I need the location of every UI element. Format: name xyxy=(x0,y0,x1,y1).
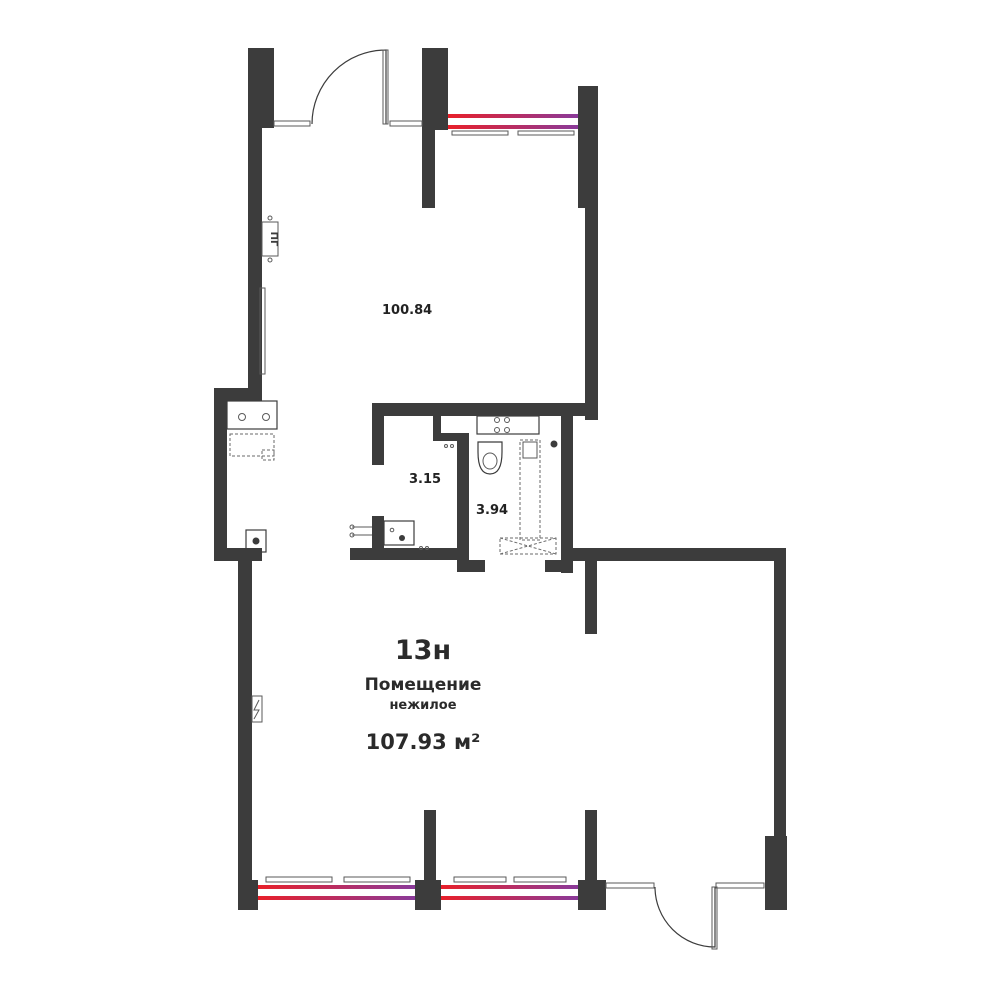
wall-bath-stub xyxy=(457,560,485,572)
toilet-icon xyxy=(477,441,503,475)
room-area-bath: 3.94 xyxy=(476,503,508,518)
lightning-icon xyxy=(253,699,260,720)
wall-stub xyxy=(424,810,436,882)
window-sash xyxy=(605,882,655,889)
shaft-marker xyxy=(267,257,273,263)
gas-shaft xyxy=(261,221,279,257)
counter xyxy=(229,433,275,457)
window xyxy=(441,896,578,900)
window xyxy=(258,896,415,900)
socket-icon xyxy=(444,444,448,448)
shower-tray xyxy=(499,537,557,555)
wall-wc-stub xyxy=(372,516,384,556)
windows xyxy=(258,114,765,900)
wall-bath-left xyxy=(372,403,384,465)
window-sash xyxy=(715,882,765,889)
window xyxy=(441,885,578,889)
room-area-main: 100.84 xyxy=(382,303,432,318)
burner-icon xyxy=(494,427,500,433)
wall-stub xyxy=(578,130,587,208)
window-sash xyxy=(453,876,507,883)
wall-lower-top xyxy=(561,548,786,561)
electric-panel xyxy=(251,695,263,723)
entrance-door-top xyxy=(311,49,387,125)
entrance-door-bottom xyxy=(654,886,716,948)
window-sash xyxy=(513,876,567,883)
fixtures: ПГ xyxy=(226,215,558,723)
wall-bath-right xyxy=(561,403,573,573)
window-sash xyxy=(451,130,509,136)
wall-bath-divider xyxy=(457,433,469,563)
wall-bath-inner xyxy=(433,403,441,439)
wall-pillar xyxy=(422,48,448,130)
wall-wc-bottom xyxy=(350,548,457,560)
wall-pillar xyxy=(238,880,258,910)
wall-stub xyxy=(422,128,435,208)
wall-right-lower xyxy=(774,548,786,838)
unit-subtype: нежилое xyxy=(389,698,456,713)
walls xyxy=(214,48,787,910)
washer-panel xyxy=(522,441,538,459)
drain-dot xyxy=(399,535,405,541)
washer xyxy=(519,439,541,541)
wall-pillar xyxy=(765,836,787,910)
room-area-wc: 3.15 xyxy=(409,472,441,487)
wall-pillar xyxy=(415,880,441,910)
burner-icon xyxy=(262,413,270,421)
drain-dot xyxy=(550,440,558,448)
wall-pillar xyxy=(578,86,598,134)
unit-total-area: 107.93 м² xyxy=(366,730,481,754)
toilet-bowl xyxy=(482,452,498,470)
riser xyxy=(245,529,267,553)
labels: 100.84 3.15 3.94 13н Помещение нежилое 1… xyxy=(365,303,509,754)
window xyxy=(448,114,578,118)
wall-right-upper xyxy=(585,130,598,420)
socket-icon xyxy=(425,546,429,550)
window-sash xyxy=(389,120,423,127)
window-sash xyxy=(273,120,311,127)
unit-number: 13н xyxy=(395,635,451,666)
shaft-label: ПГ xyxy=(268,232,279,247)
wall-bath-stub xyxy=(545,560,573,572)
window xyxy=(448,125,578,129)
wall-pillar xyxy=(248,48,274,128)
wall-left-upper xyxy=(248,120,262,390)
wall-pillar xyxy=(578,880,606,910)
door-leaf xyxy=(711,886,718,950)
pipe-end xyxy=(349,524,355,530)
wall-bath-top xyxy=(372,403,598,416)
pipe-end xyxy=(349,532,355,538)
burner-icon xyxy=(504,417,510,423)
wall-notch xyxy=(214,388,227,560)
window-sash xyxy=(265,876,333,883)
door-leaf xyxy=(382,49,389,125)
window-sash xyxy=(343,876,411,883)
stove xyxy=(226,400,278,430)
socket-icon xyxy=(450,444,454,448)
window-sash xyxy=(517,130,575,136)
counter-top xyxy=(476,415,540,435)
doors xyxy=(311,49,718,950)
burner-icon xyxy=(494,417,500,423)
counter xyxy=(261,449,275,461)
shaft-marker xyxy=(267,215,273,221)
wall-lower-stub xyxy=(585,556,597,634)
window xyxy=(258,885,415,889)
riser-dot xyxy=(252,537,260,545)
unit-type: Помещение xyxy=(365,675,482,695)
tap-icon xyxy=(389,527,395,533)
sink xyxy=(383,520,415,546)
burner-icon xyxy=(238,413,246,421)
wall-bath-inner xyxy=(433,433,463,441)
wall-stub xyxy=(585,810,597,882)
burner-icon xyxy=(504,427,510,433)
window-sash xyxy=(259,287,266,375)
wall-left-lower xyxy=(238,548,252,900)
socket-icon xyxy=(419,546,423,550)
